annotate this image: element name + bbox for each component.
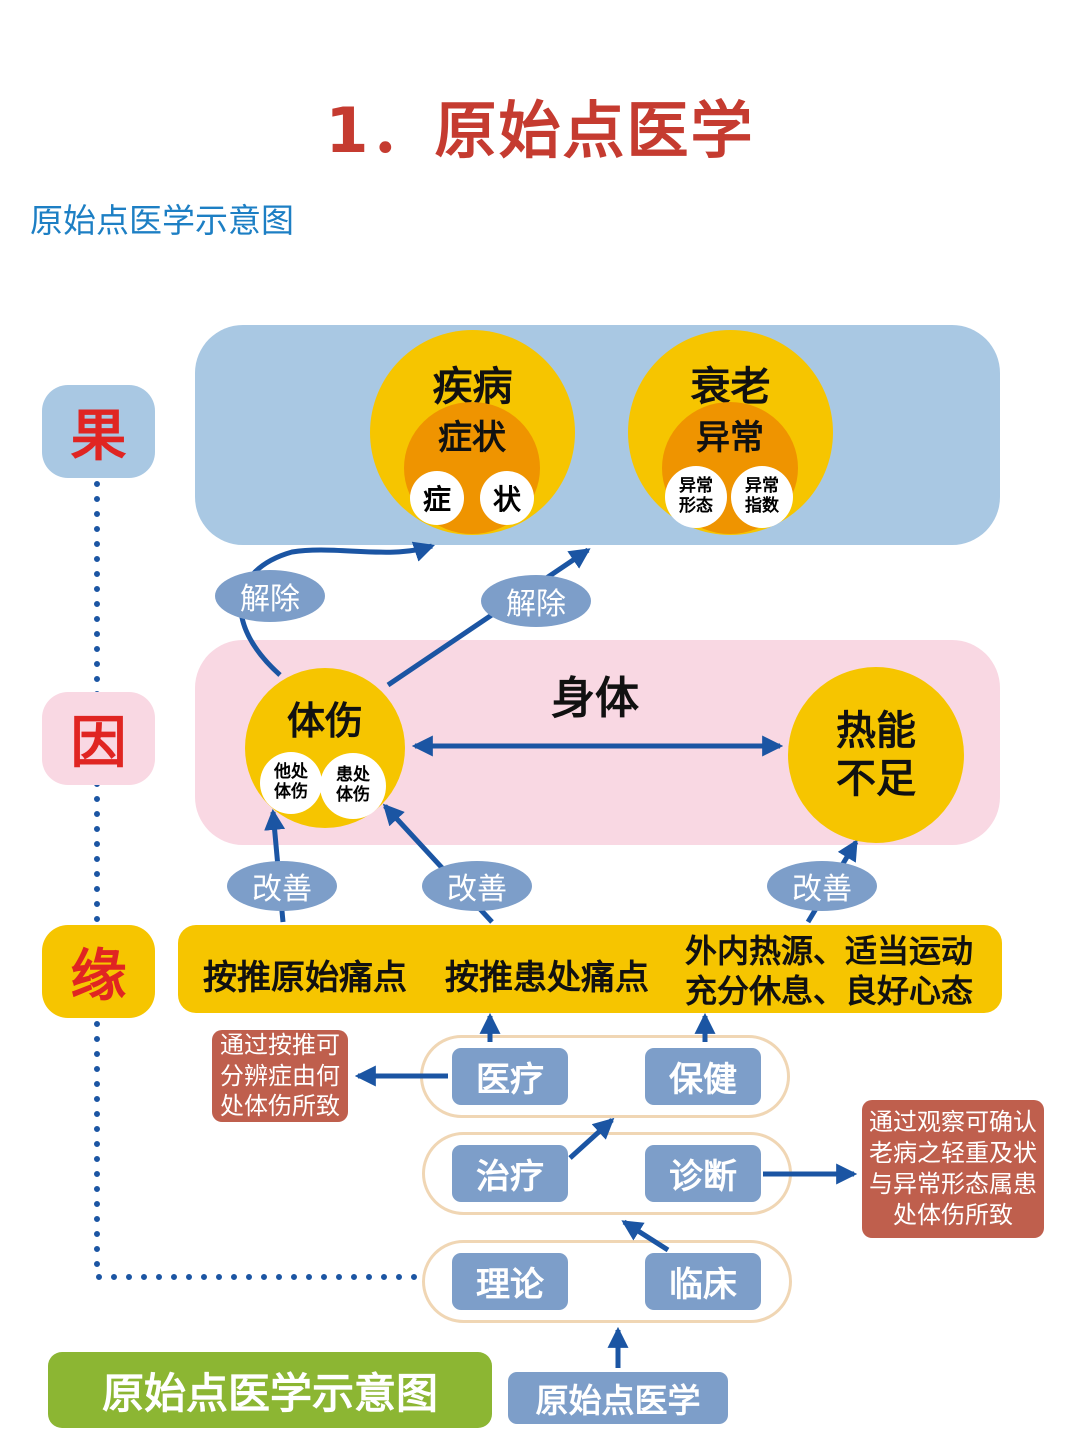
theory-node: 理论 xyxy=(452,1253,568,1310)
callout-right: 通过观察可确认 老病之轻重及状 与异常形态属患 处体伤所致 xyxy=(862,1100,1044,1238)
press-affected-label: 按推患处痛点 xyxy=(445,958,649,998)
relieve-pill-1: 解除 xyxy=(215,570,325,622)
relieve-pill-2: 解除 xyxy=(481,575,591,627)
treatment-node: 治疗 xyxy=(452,1145,568,1202)
press-origin-label: 按推原始痛点 xyxy=(203,958,407,998)
symptom-circle-2: 状 xyxy=(480,471,534,525)
abnormal-label: 异常 xyxy=(696,418,764,458)
body-label: 身体 xyxy=(551,673,639,724)
origin-medicine-node: 原始点医学 xyxy=(508,1372,728,1424)
improve-pill-3: 改善 xyxy=(767,861,877,911)
row-label-condition: 缘 xyxy=(42,925,155,1018)
footer-green-label: 原始点医学示意图 xyxy=(48,1352,492,1428)
heat-deficiency-circle: 热能 不足 xyxy=(788,667,964,843)
abnormal-form-circle: 异常 形态 xyxy=(665,466,727,528)
heat-care-label: 外内热源、适当运动 充分休息、良好心态 xyxy=(684,932,973,1010)
abnormal-index-circle: 异常 指数 xyxy=(731,466,793,528)
injury-label: 体伤 xyxy=(286,699,363,743)
healthcare-node: 保健 xyxy=(645,1048,761,1105)
improve-pill-2: 改善 xyxy=(422,861,532,911)
callout-left: 通过按推可 分辨症由何 处体伤所致 xyxy=(212,1030,348,1122)
result-panel xyxy=(195,325,1000,545)
symptom-circle-1: 症 xyxy=(410,471,464,525)
page-subtitle: 原始点医学示意图 xyxy=(30,201,294,240)
diagnosis-node: 诊断 xyxy=(645,1145,761,1202)
symptoms-label: 症状 xyxy=(438,418,506,458)
clinical-node: 临床 xyxy=(645,1253,761,1310)
other-injury-circle: 他处 体伤 xyxy=(260,752,322,814)
affected-injury-circle: 患处 体伤 xyxy=(320,753,386,819)
row-label-result: 果 xyxy=(42,385,155,478)
improve-pill-1: 改善 xyxy=(227,861,337,911)
medical-node: 医疗 xyxy=(452,1048,568,1105)
page-title: 1．原始点医学 xyxy=(325,94,755,167)
row-label-cause: 因 xyxy=(42,692,155,785)
